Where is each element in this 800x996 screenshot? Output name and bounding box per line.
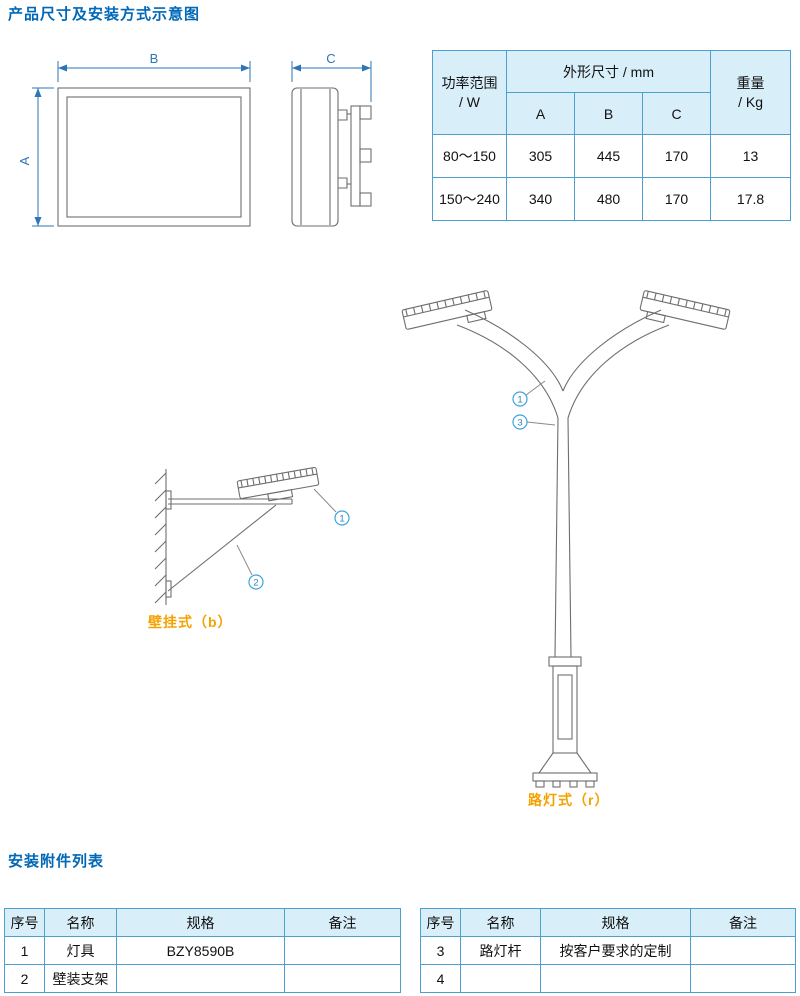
spec-header-col-b: B (574, 92, 643, 135)
spec-cell-c: 170 (641, 177, 712, 221)
spec-cell-power: 150～240 (432, 177, 507, 221)
dimension-label-b: B (150, 51, 159, 66)
cell-name: 灯具 (44, 936, 117, 965)
spec-header-power: 功率范围 / W (432, 50, 507, 135)
table-row: 1 灯具 BZY8590B (4, 936, 401, 965)
cell-remark (284, 936, 401, 965)
wall-mount-label: 壁挂式（b） (148, 614, 233, 630)
cell-spec: 按客户要求的定制 (540, 936, 691, 965)
header-spec: 规格 (540, 908, 691, 937)
cell-remark (690, 936, 796, 965)
callout-3-number: 3 (517, 418, 522, 429)
spec-cell-weight: 13 (710, 134, 792, 178)
cell-name: 路灯杆 (460, 936, 541, 965)
spec-cell-b: 480 (574, 177, 643, 221)
header-no: 序号 (4, 908, 45, 937)
header-remark: 备注 (284, 908, 401, 937)
header-spec: 规格 (116, 908, 285, 937)
spec-header-col-a: A (506, 92, 575, 135)
cell-remark (690, 964, 796, 993)
lamp-fixture-right (639, 290, 731, 330)
spec-cell-power: 80～150 (432, 134, 507, 178)
spec-header-col-c: C (641, 92, 712, 135)
cell-spec (116, 964, 285, 993)
dimension-a: A (20, 87, 54, 227)
lamp-fixture (236, 466, 320, 502)
callout-2: 2 (236, 544, 264, 590)
callout-3-pole: 3 (512, 414, 556, 430)
cell-spec (540, 964, 691, 993)
spec-header-weight-line1: 重量 (736, 74, 765, 91)
table-row: 2 壁装支架 (4, 964, 401, 993)
spec-cell-c: 170 (641, 134, 712, 178)
spec-cell-b: 445 (574, 134, 643, 178)
cell-remark (284, 964, 401, 993)
spec-cell-a: 305 (506, 134, 575, 178)
wall-mount-drawing: 1 2 (154, 466, 350, 605)
product-dimension-drawing: B A C (20, 51, 372, 227)
accessories-header-row: 序号 名称 规格 备注 (420, 908, 796, 937)
wall-bracket (154, 469, 293, 605)
callout-1-pole: 1 (512, 380, 546, 407)
cell-no: 4 (420, 964, 461, 993)
callout-1-number: 1 (339, 514, 344, 525)
callout-1: 1 (313, 488, 350, 526)
dimension-b: B (57, 51, 251, 82)
spec-header-power-line1: 功率范围 (441, 74, 498, 91)
cell-no: 2 (4, 964, 45, 993)
spec-cell-a: 340 (506, 177, 575, 221)
spec-row: 80～150 305 445 170 13 (432, 134, 792, 178)
front-view-drawing (57, 87, 251, 227)
street-lamp-drawing: 1 3 (401, 290, 731, 788)
header-name: 名称 (44, 908, 117, 937)
header-no: 序号 (420, 908, 461, 937)
spec-header-dimensions: 外形尺寸 / mm (505, 50, 712, 93)
spec-header-weight-line2: / Kg (738, 93, 763, 110)
callout-1-number: 1 (517, 395, 522, 406)
dimension-label-c: C (326, 51, 335, 66)
lamp-fixture-left (401, 290, 493, 330)
accessories-title: 安装附件列表 (8, 853, 105, 870)
dimension-c: C (291, 51, 372, 102)
accessories-header-row: 序号 名称 规格 备注 (4, 908, 401, 937)
dimension-label-a: A (20, 156, 32, 165)
cell-no: 3 (420, 936, 461, 965)
header-remark: 备注 (690, 908, 796, 937)
table-row: 4 (420, 964, 796, 993)
cell-spec: BZY8590B (116, 936, 285, 965)
spec-table: 功率范围 / W 外形尺寸 / mm 重量 / Kg A B C 80～150 … (432, 50, 792, 221)
spec-cell-weight: 17.8 (710, 177, 792, 221)
accessories-table-left: 序号 名称 规格 备注 1 灯具 BZY8590B 2 壁装支架 (4, 908, 401, 993)
cell-no: 1 (4, 936, 45, 965)
header-name: 名称 (460, 908, 541, 937)
callout-2-number: 2 (253, 578, 258, 589)
side-view-drawing (291, 87, 372, 227)
spec-header-power-line2: / W (459, 93, 480, 110)
cell-name (460, 964, 541, 993)
pole-type-label: 路灯式（r） (528, 792, 610, 808)
spec-header-weight: 重量 / Kg (710, 50, 792, 135)
spec-row: 150～240 340 480 170 17.8 (432, 177, 792, 221)
accessories-table-right: 序号 名称 规格 备注 3 路灯杆 按客户要求的定制 4 (420, 908, 796, 993)
table-row: 3 路灯杆 按客户要求的定制 (420, 936, 796, 965)
page-title: 产品尺寸及安装方式示意图 (8, 6, 201, 23)
lamp-pole (456, 309, 670, 788)
cell-name: 壁装支架 (44, 964, 117, 993)
